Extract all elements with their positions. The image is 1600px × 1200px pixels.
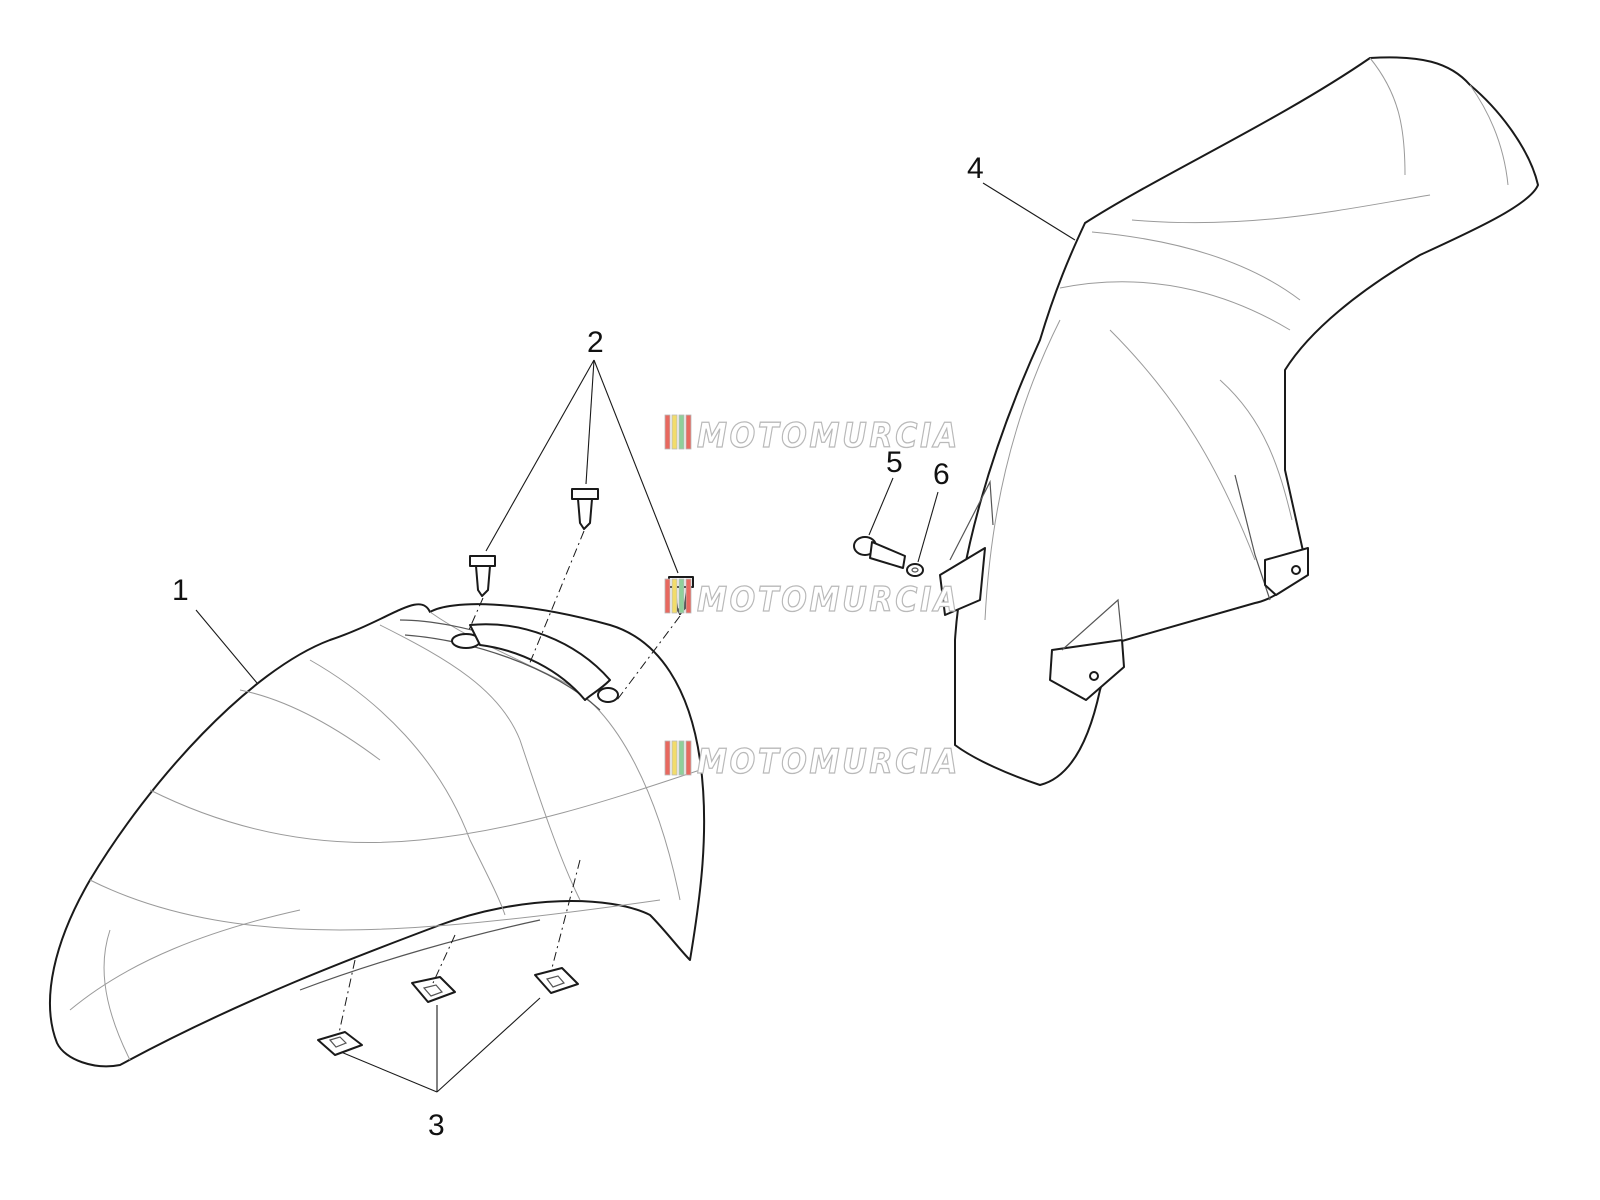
watermark-stripe: [664, 740, 671, 776]
callout-4: 4: [967, 152, 984, 185]
washer-part-6: [906, 563, 924, 577]
callout-2: 2: [587, 326, 604, 359]
watermark-stripe: [664, 414, 671, 450]
watermark-stripe: [671, 414, 678, 450]
watermark-stripe: [678, 578, 685, 614]
watermark-stripe: [664, 578, 671, 614]
screw-part-5: [853, 536, 906, 569]
watermark-text: MOTOMURCIA: [697, 416, 960, 456]
callout-1: 1: [172, 574, 189, 607]
rear-mudguard: [939, 56, 1539, 786]
watermark-stripe: [671, 740, 678, 776]
watermark-stripe: [685, 578, 692, 614]
callout-6: 6: [933, 458, 950, 491]
watermark-stripe: [685, 414, 692, 450]
assembly-axes: [338, 530, 681, 1034]
callout-5: 5: [886, 446, 903, 479]
watermark-stripe: [671, 578, 678, 614]
watermark-2: MOTOMURCIA: [664, 578, 960, 621]
watermark-1: MOTOMURCIA: [664, 414, 960, 457]
watermark-stripe: [678, 414, 685, 450]
watermark-3: MOTOMURCIA: [664, 740, 960, 783]
callout-3: 3: [428, 1109, 445, 1142]
speed-nut-clip-c: [534, 967, 579, 994]
leader-lines: [195, 182, 1076, 1093]
watermark-stripe: [685, 740, 692, 776]
speed-nut-clip-a: [317, 1031, 363, 1056]
watermark-stripe: [678, 740, 685, 776]
watermark-text: MOTOMURCIA: [697, 580, 960, 620]
push-rivet-b: [571, 488, 599, 530]
speed-nut-clip-b: [411, 976, 456, 1003]
watermark-text: MOTOMURCIA: [697, 742, 960, 782]
front-mudguard: [48, 603, 706, 1068]
push-rivet-a: [469, 555, 496, 597]
